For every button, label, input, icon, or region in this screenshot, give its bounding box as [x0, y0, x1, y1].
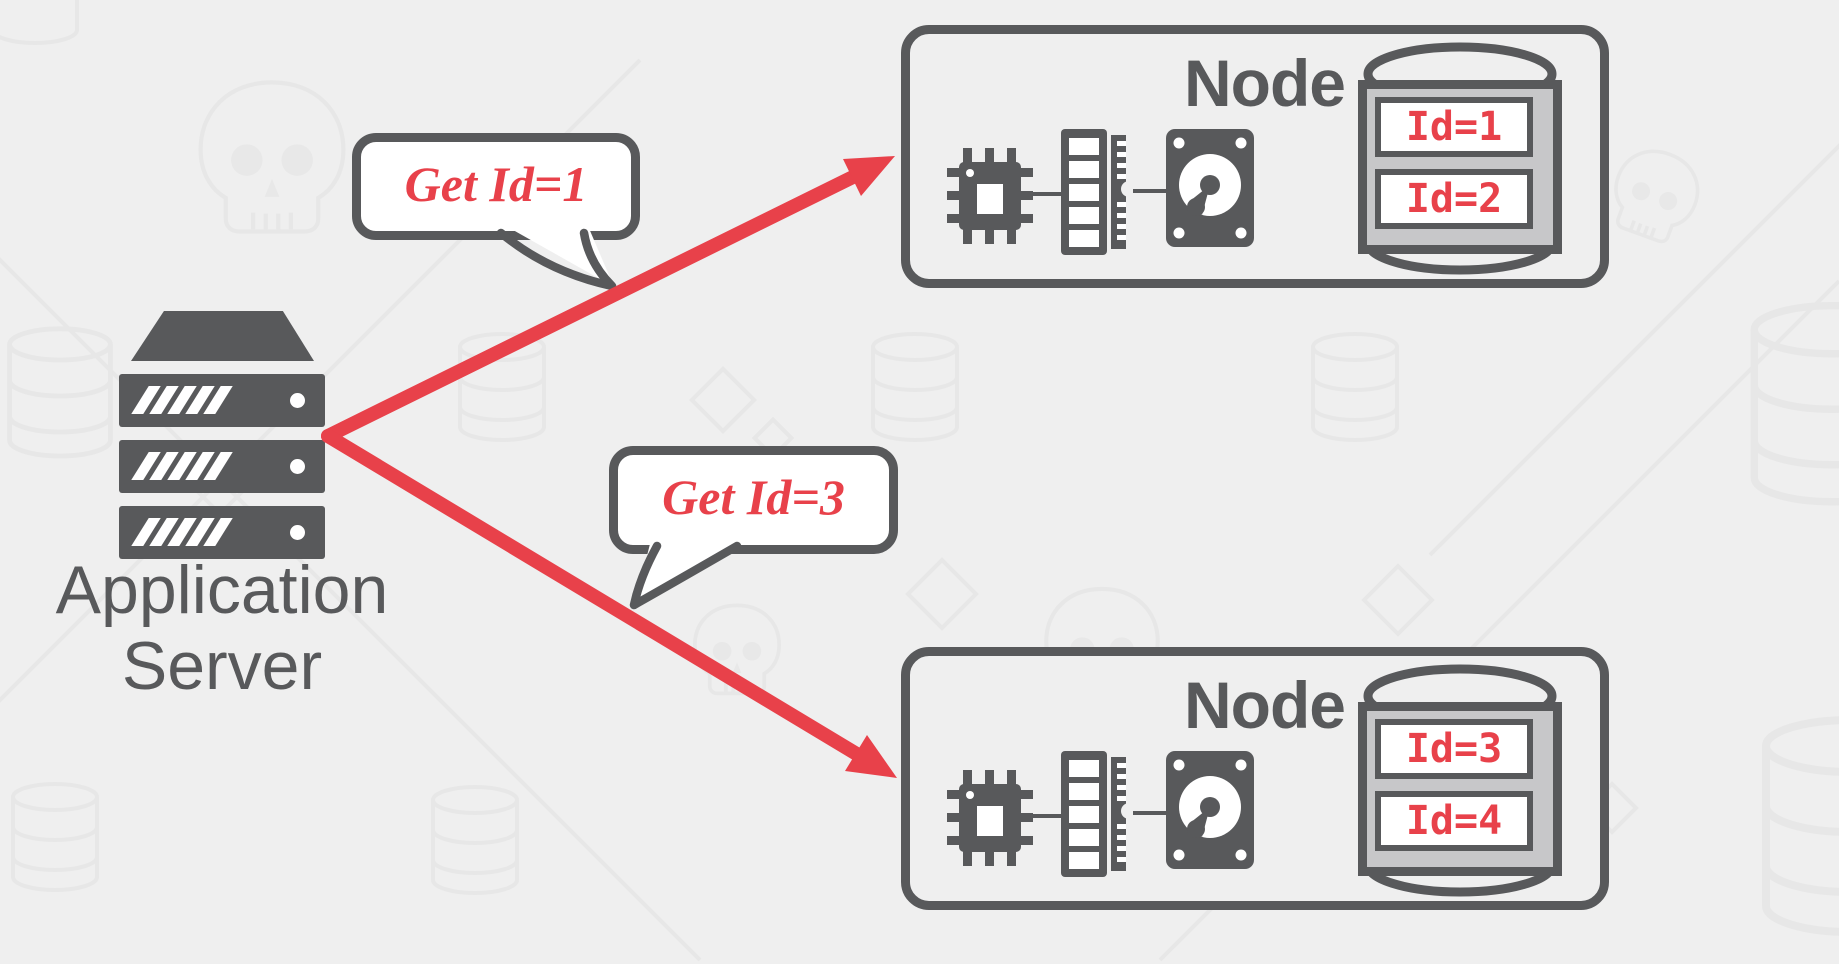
- diamond-icon: [905, 557, 979, 631]
- database-cylinder-icon: [0, 0, 79, 45]
- request-1-label: Get Id=1: [404, 155, 588, 212]
- app-server-label: Application Server: [8, 552, 436, 704]
- server-unit-icon: [119, 440, 325, 493]
- power-led-icon: [290, 525, 305, 540]
- record-row: Id=4: [1375, 791, 1533, 851]
- record-id-label: Id=1: [1405, 104, 1503, 150]
- database-cylinder-icon: [1311, 332, 1399, 442]
- node-2-label: Node: [1184, 668, 1346, 742]
- diamond-icon: [689, 366, 757, 434]
- diagonal-line: [0, 257, 702, 962]
- power-led-icon: [290, 393, 305, 408]
- database-cylinder-icon: [7, 326, 113, 459]
- skull-icon: [692, 603, 782, 696]
- skull-icon: [1614, 149, 1700, 244]
- database-cylinder-icon: [1750, 301, 1839, 506]
- node-box-2: Node: [901, 647, 1609, 910]
- record-row: Id=3: [1375, 719, 1533, 779]
- database-cylinder-icon: [431, 785, 519, 895]
- diamond-icon: [1361, 563, 1435, 637]
- database-cylinder-icon: [871, 332, 959, 442]
- request-bubble-2: Get Id=3: [609, 446, 898, 554]
- request-2-label: Get Id=3: [662, 469, 845, 525]
- database-records-icon: Id=3 Id=4: [1354, 660, 1566, 906]
- bus-connector: [1031, 814, 1063, 818]
- server-top-icon: [131, 311, 314, 361]
- database-cylinder-icon: [1762, 716, 1839, 936]
- ram-icon: [1061, 751, 1135, 877]
- vent-stripes-icon: [131, 518, 233, 546]
- node-1-label: Node: [1184, 46, 1346, 120]
- bus-connector: [1133, 189, 1169, 193]
- app-server-label-line1: Application: [55, 552, 389, 628]
- record-row: Id=1: [1375, 97, 1533, 157]
- record-id-label: Id=2: [1405, 176, 1503, 222]
- cpu-icon: [947, 148, 1033, 244]
- diagonal-line: [1428, 143, 1839, 557]
- record-panel: Id=3 Id=4: [1358, 702, 1562, 876]
- server-unit-icon: [119, 374, 325, 427]
- hard-disk-icon: [1166, 751, 1254, 869]
- record-panel: Id=1 Id=2: [1358, 80, 1562, 254]
- bus-connector: [1031, 192, 1063, 196]
- record-row: Id=2: [1375, 169, 1533, 229]
- node-box-1: Node: [901, 25, 1609, 288]
- server-rack-icon: [117, 308, 329, 560]
- record-id-label: Id=3: [1405, 726, 1503, 772]
- cpu-icon: [947, 770, 1033, 866]
- vent-stripes-icon: [131, 386, 233, 414]
- vent-stripes-icon: [131, 452, 233, 480]
- database-cylinder-icon: [11, 782, 99, 892]
- database-records-icon: Id=1 Id=2: [1354, 38, 1566, 284]
- server-unit-icon: [119, 506, 325, 559]
- skull-icon: [198, 80, 346, 234]
- request-bubble-1: Get Id=1: [352, 133, 640, 240]
- database-cylinder-icon: [458, 332, 546, 442]
- record-id-label: Id=4: [1405, 798, 1503, 844]
- ram-icon: [1061, 129, 1135, 255]
- app-server-label-line2: Server: [121, 628, 323, 704]
- bus-connector: [1133, 811, 1169, 815]
- hard-disk-icon: [1166, 129, 1254, 247]
- power-led-icon: [290, 459, 305, 474]
